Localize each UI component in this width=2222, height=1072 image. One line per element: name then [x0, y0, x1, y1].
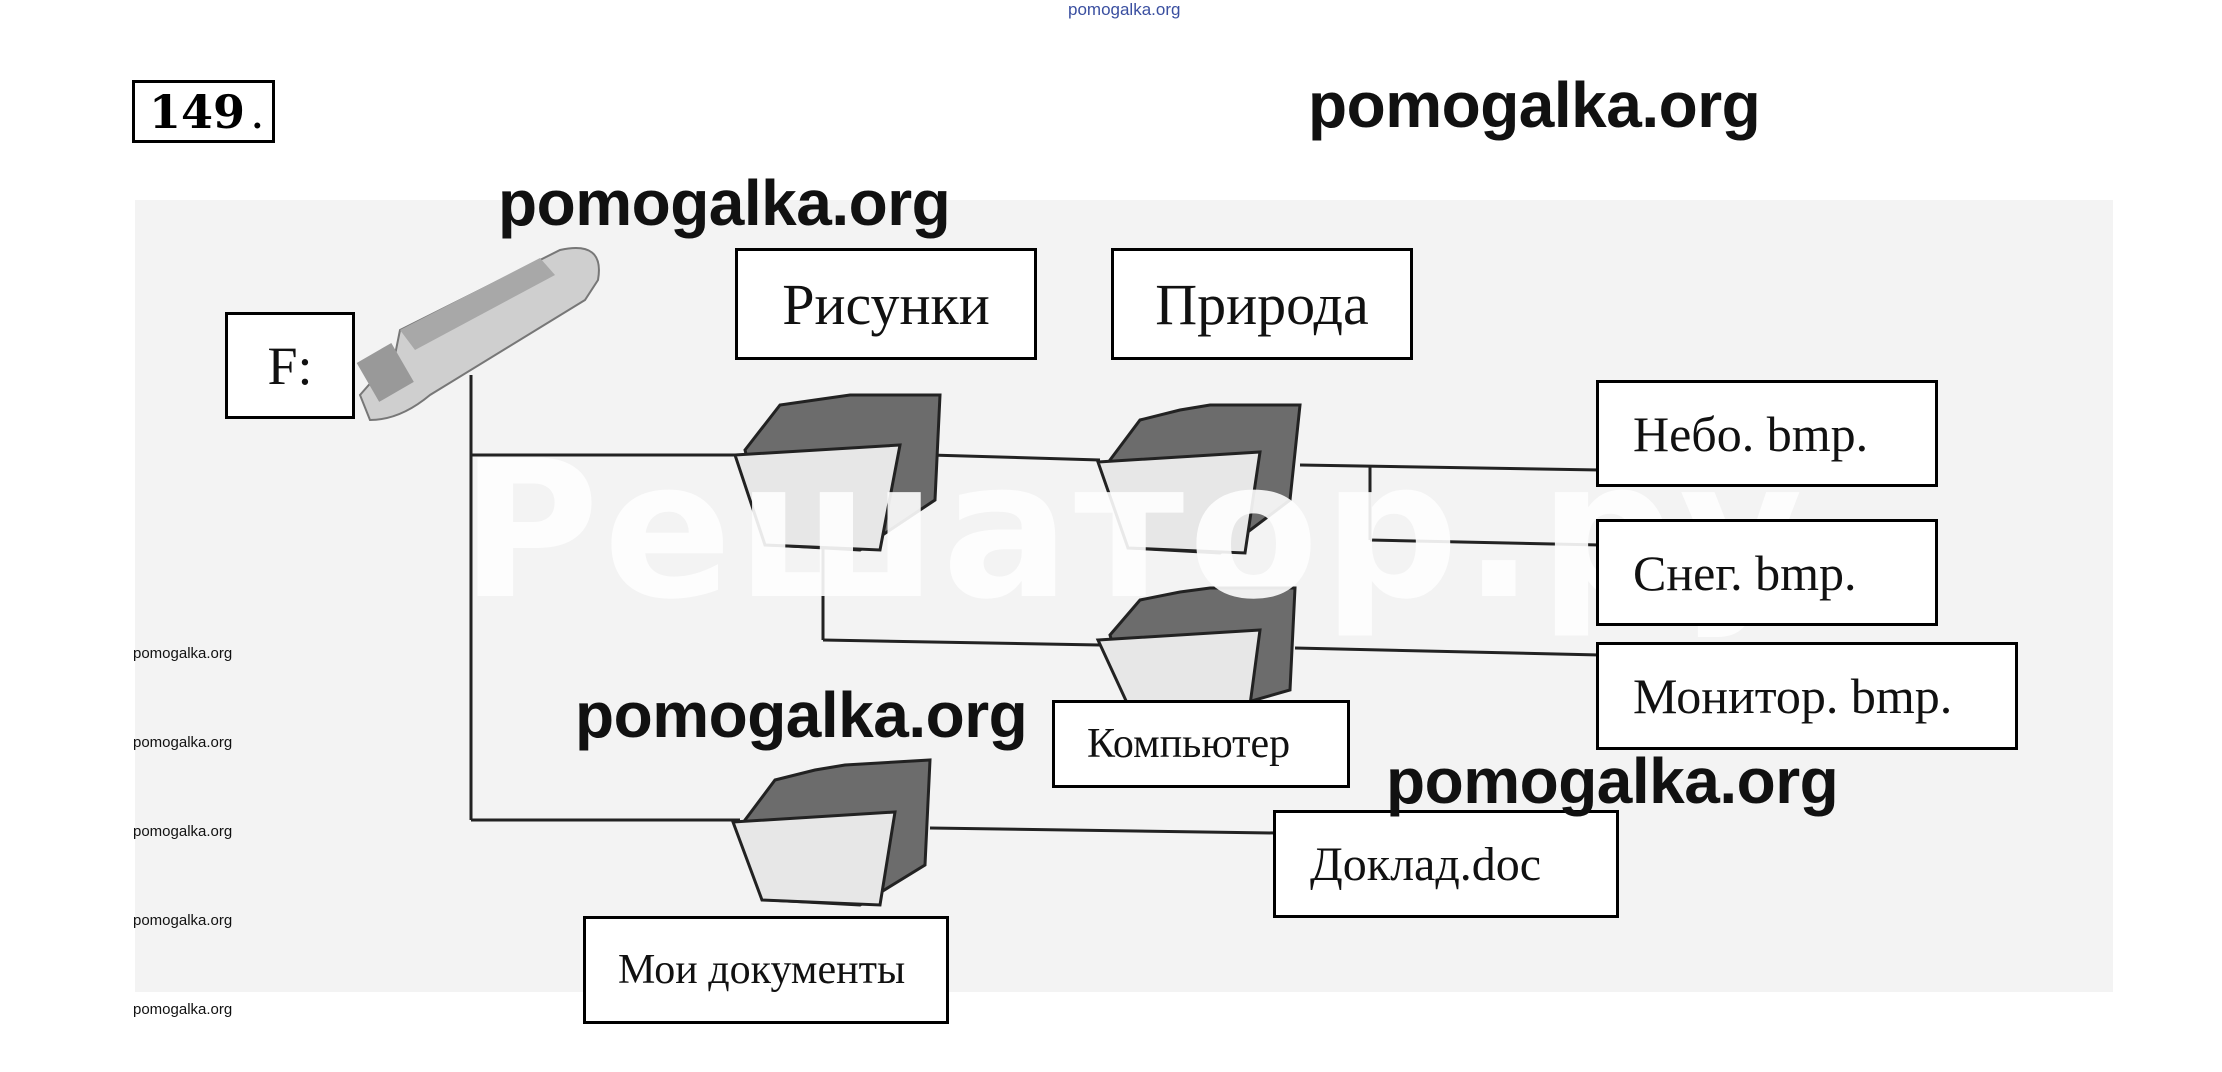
overlay-watermark: Решатор.ру [460, 420, 1807, 641]
folder-risunki-label: Рисунки [735, 248, 1037, 360]
problem-number-dot: . [250, 85, 265, 139]
folder-kompyuter-icon [1095, 586, 1297, 712]
watermark-large: pomogalka.org [498, 167, 951, 239]
watermark-large: pomogalka.org [575, 679, 1028, 751]
folder-kompyuter-text: Компьютер [1087, 721, 1291, 767]
folder-moi-dokumenty-text: Мои документы [618, 947, 906, 993]
folder-moi-dokumenty-icon [730, 758, 932, 907]
folder-kompyuter-label: Компьютер [1052, 700, 1350, 788]
drive-label: F: [267, 335, 313, 396]
file-doklad-label: Доклад.doc [1273, 810, 1619, 918]
folder-risunki-text: Рисунки [782, 271, 990, 337]
drive-label-box: F: [225, 312, 355, 419]
folder-risunki-icon [732, 393, 942, 552]
problem-number-box: 149 . [132, 80, 275, 143]
file-sneg-label: Снег. bmp. [1596, 519, 1938, 626]
problem-number: 149 [149, 85, 246, 139]
folder-moi-dokumenty-label: Мои документы [583, 916, 949, 1024]
watermark-large: pomogalka.org [1308, 69, 1761, 141]
file-monitor-label: Монитор. bmp. [1596, 642, 2018, 750]
watermark-small: pomogalka.org [133, 734, 233, 751]
watermark-small: pomogalka.org [133, 912, 233, 929]
folder-priroda-label: Природа [1111, 248, 1413, 360]
folder-priroda-text: Природа [1155, 271, 1369, 337]
watermark-large: pomogalka.org [1386, 745, 1839, 817]
watermark-small: pomogalka.org [133, 823, 233, 840]
file-sneg-text: Снег. bmp. [1633, 544, 1857, 601]
watermark-small: pomogalka.org [133, 645, 233, 662]
file-doklad-text: Доклад.doc [1310, 837, 1542, 891]
file-nebo-text: Небо. bmp. [1633, 405, 1869, 462]
top-watermark: pomogalka.org [1068, 0, 1181, 19]
folder-priroda-icon [1095, 403, 1302, 555]
file-monitor-text: Монитор. bmp. [1633, 668, 1953, 724]
usb-drive-icon [356, 247, 600, 422]
watermark-small: pomogalka.org [133, 1001, 233, 1018]
file-nebo-label: Небо. bmp. [1596, 380, 1938, 487]
